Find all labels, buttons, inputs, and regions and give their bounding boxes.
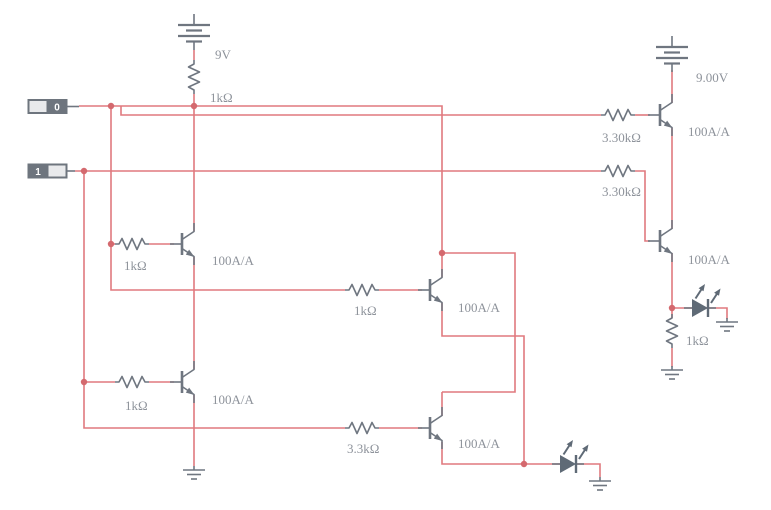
transistor-q5[interactable] bbox=[648, 94, 673, 136]
ground-symbol-1[interactable] bbox=[183, 466, 205, 480]
wire-segment bbox=[79, 105, 443, 253]
label-transistor-q3: 100A/A bbox=[458, 300, 501, 315]
wire-segment bbox=[441, 303, 525, 464]
transistor-q2[interactable] bbox=[170, 361, 195, 403]
label-resistor-r6: 3.30kΩ bbox=[602, 130, 641, 145]
transistor-q4[interactable] bbox=[418, 407, 443, 449]
label-resistor-r1: 1kΩ bbox=[210, 90, 233, 105]
voltage-source-v1[interactable] bbox=[178, 14, 210, 50]
switch-active-cell bbox=[27, 163, 49, 179]
label-resistor-r4: 1kΩ bbox=[354, 303, 377, 318]
ground-symbol-2[interactable] bbox=[589, 477, 611, 491]
wire-segment bbox=[110, 106, 345, 291]
input-switch-1[interactable]: 1 bbox=[27, 163, 76, 179]
wire-segment bbox=[576, 463, 601, 477]
label-transistor-q1: 100A/A bbox=[212, 253, 255, 268]
wire-junction-dot bbox=[80, 378, 88, 386]
wire-junction-dot bbox=[80, 167, 88, 175]
label-transistor-q5: 100A/A bbox=[688, 124, 731, 139]
label-transistor-q4: 100A/A bbox=[458, 436, 501, 451]
wire-junction-dot bbox=[190, 102, 198, 110]
input-switch-0-value: 0 bbox=[54, 103, 60, 114]
label-transistor-q2: 100A/A bbox=[212, 392, 255, 407]
label-resistor-r2: 1kΩ bbox=[124, 258, 147, 273]
led-1[interactable] bbox=[552, 440, 589, 473]
resistor-r7[interactable] bbox=[601, 164, 635, 178]
input-switch-0[interactable]: 0 bbox=[27, 99, 80, 114]
resistor-r1[interactable] bbox=[187, 60, 201, 94]
transistor-q3[interactable] bbox=[418, 269, 443, 311]
wire-junction-dot bbox=[520, 460, 528, 468]
wire-segment bbox=[83, 171, 345, 429]
label-source-9v: 9V bbox=[215, 47, 232, 62]
label-resistor-r7: 3.30kΩ bbox=[602, 184, 641, 199]
resistor-r4[interactable] bbox=[345, 283, 379, 297]
ground-symbol-3[interactable] bbox=[661, 366, 683, 380]
resistor-r3[interactable] bbox=[115, 375, 149, 389]
wire-segment bbox=[442, 252, 516, 393]
label-resistor-r8: 1kΩ bbox=[686, 333, 709, 348]
label-source-9-00v: 9.00V bbox=[696, 70, 729, 85]
wire-junction-dot bbox=[107, 102, 115, 110]
resistor-r6[interactable] bbox=[601, 108, 635, 122]
resistor-r8[interactable] bbox=[665, 314, 679, 348]
wire-segment bbox=[120, 106, 601, 116]
label-transistor-q6: 100A/A bbox=[688, 252, 731, 267]
wire-junction-dot bbox=[668, 304, 676, 312]
wire-segment bbox=[635, 170, 650, 242]
label-resistor-r3: 1kΩ bbox=[125, 398, 148, 413]
resistor-r5[interactable] bbox=[345, 421, 379, 435]
wire-junction-dot bbox=[438, 249, 446, 257]
wire-segment bbox=[441, 442, 560, 465]
resistor-r2[interactable] bbox=[115, 237, 149, 251]
ground-symbol-4[interactable] bbox=[716, 318, 738, 332]
wires bbox=[75, 50, 728, 477]
voltage-source-v2[interactable] bbox=[656, 36, 688, 72]
led-2[interactable] bbox=[684, 284, 721, 317]
input-switch-1-value: 1 bbox=[35, 167, 41, 178]
transistor-q6[interactable] bbox=[648, 220, 673, 262]
label-resistor-r5: 3.3kΩ bbox=[347, 441, 379, 456]
wire-junction-dot bbox=[107, 240, 115, 248]
transistor-q1[interactable] bbox=[170, 223, 195, 265]
